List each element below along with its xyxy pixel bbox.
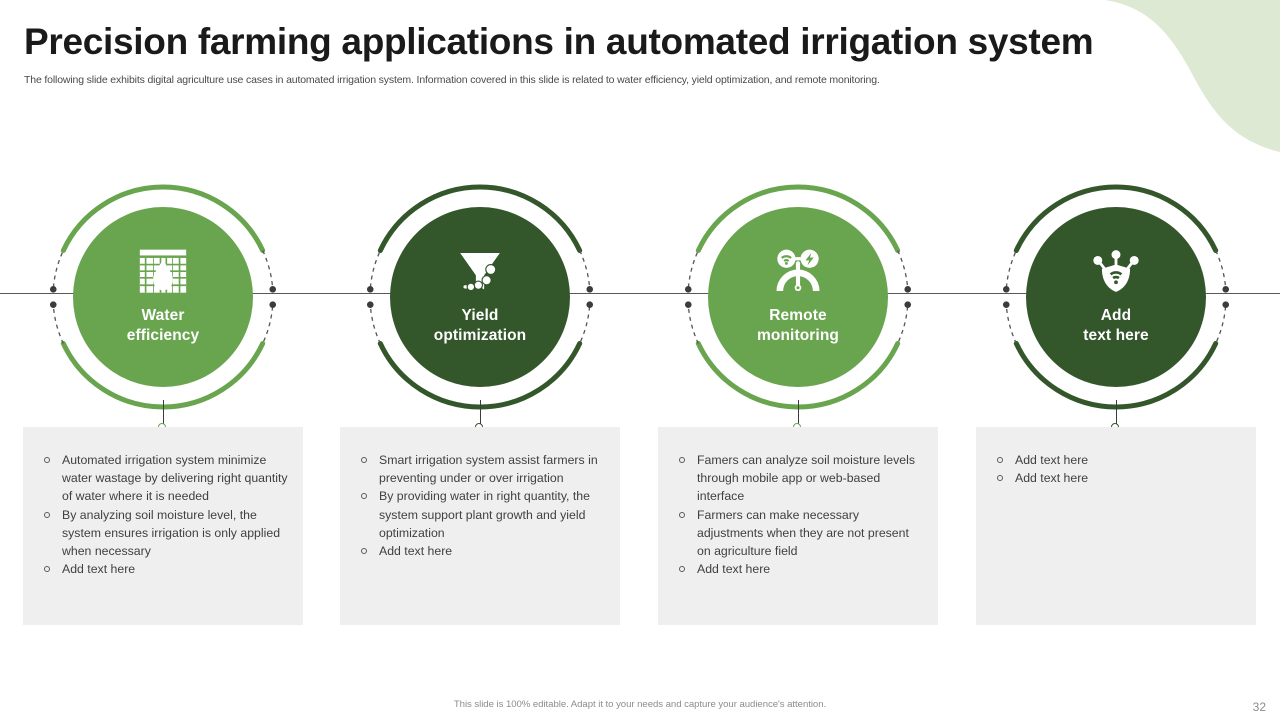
page-title: Precision farming applications in automa… [24,21,1094,62]
list-item: By analyzing soil moisture level, the sy… [41,506,289,561]
node-label-remote-monitoring: Remote monitoring [757,306,839,344]
node-remote-monitoring[interactable]: Remote monitoring [673,172,923,422]
horizontal-axis-line [0,293,1280,294]
bullet-circle-icon [44,566,50,573]
bullet-circle-icon [997,457,1003,463]
wifi-gauge-meter-icon [771,248,825,296]
list-item: Add text here [994,451,1242,469]
bullet-text: Add text here [379,543,453,558]
node-add-text-here[interactable]: Add text here [991,172,1241,422]
connector-line [798,400,799,425]
list-item: Smart irrigation system assist farmers i… [358,451,606,487]
bullet-circle-icon [44,457,50,463]
detail-box-row: Automated irrigation system minimize wat… [0,427,1280,627]
list-item: Famers can analyze soil moisture levels … [676,451,924,506]
node-core-add-text-here[interactable]: Add text here [1026,207,1206,387]
list-item: Add text here [676,560,924,578]
bullet-circle-icon [679,566,685,573]
list-item: Automated irrigation system minimize wat… [41,451,289,506]
bullet-text: Add text here [62,562,136,577]
water-droplet-field-icon [136,248,190,296]
node-label-yield-optimization: Yield optimization [433,306,527,344]
detail-box-water-efficiency-details: Automated irrigation system minimize wat… [23,427,303,625]
node-water-efficiency[interactable]: Water efficiency [38,172,288,422]
node-label-water-efficiency: Water efficiency [126,306,200,344]
bullet-text: Farmers can make necessary adjustments w… [697,507,909,558]
bullet-list: Famers can analyze soil moisture levels … [676,451,924,578]
bullet-circle-icon [997,475,1003,482]
node-core-water-efficiency[interactable]: Water efficiency [73,207,253,387]
bullet-circle-icon [361,457,367,463]
page-subtitle: The following slide exhibits digital agr… [24,73,880,86]
node-yield-optimization[interactable]: Yield optimization [355,172,605,422]
bullet-text: Add text here [697,562,771,577]
connector-line [1116,400,1117,425]
bullet-circle-icon [361,493,367,500]
node-label-add-text-here: Add text here [1083,306,1149,344]
bullet-text: By analyzing soil moisture level, the sy… [62,507,281,558]
bullet-list: Automated irrigation system minimize wat… [41,451,289,578]
page-number: 32 [1252,700,1266,714]
list-item: Farmers can make necessary adjustments w… [676,506,924,561]
connector-line [163,400,164,425]
node-row: Water efficiency Yield optimization [0,172,1280,422]
node-core-yield-optimization[interactable]: Yield optimization [390,207,570,387]
bullet-text: Smart irrigation system assist farmers i… [379,453,598,486]
detail-box-yield-optimization-details: Smart irrigation system assist farmers i… [340,427,620,625]
funnel-coins-icon [453,248,507,296]
list-item: By providing water in right quantity, th… [358,487,606,542]
bullet-circle-icon [44,511,50,518]
bullet-list: Smart irrigation system assist farmers i… [358,451,606,560]
list-item: Add text here [994,469,1242,487]
shield-wifi-network-icon [1089,248,1143,296]
bullet-circle-icon [361,547,367,554]
detail-box-remote-monitoring-details: Famers can analyze soil moisture levels … [658,427,938,625]
footer-note: This slide is 100% editable. Adapt it to… [453,699,827,710]
bullet-text: Automated irrigation system minimize wat… [62,453,288,504]
list-item: Add text here [41,560,289,578]
node-core-remote-monitoring[interactable]: Remote monitoring [708,207,888,387]
bullet-circle-icon [679,457,685,463]
connector-line [480,400,481,425]
bullet-text: Add text here [1015,453,1089,467]
list-item: Add text here [358,542,606,560]
slide-header: Precision farming applications in automa… [24,22,1130,88]
bullet-text: Famers can analyze soil moisture levels … [697,453,916,504]
bullet-text: Add text here [1015,471,1089,486]
bullet-circle-icon [679,511,685,518]
bullet-text: By providing water in right quantity, th… [379,489,590,540]
